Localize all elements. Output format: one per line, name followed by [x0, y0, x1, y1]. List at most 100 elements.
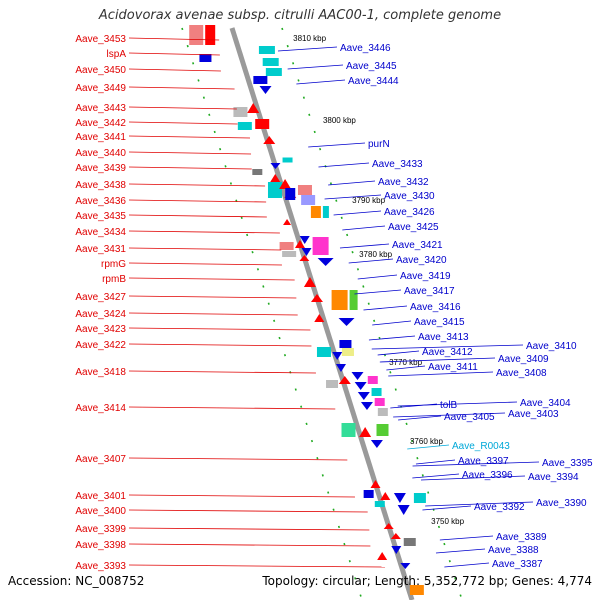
guide-line-right [281, 27, 463, 600]
gene-label-right[interactable]: Aave_3426 [384, 207, 435, 218]
gene-label-left[interactable]: Aave_3440 [75, 148, 126, 159]
leader-line-left [128, 406, 336, 410]
leader-line-left [128, 543, 371, 547]
gene-label-right[interactable]: Aave_3430 [384, 191, 435, 202]
gene-label-right[interactable]: Aave_3415 [414, 317, 465, 328]
gene-label-left[interactable]: Aave_3401 [75, 491, 126, 502]
gene-feature [312, 237, 329, 255]
leader-line-left [128, 37, 220, 41]
gene-label-left[interactable]: Aave_3443 [75, 103, 126, 114]
gene-label-right[interactable]: Aave_3392 [474, 502, 525, 513]
leader-line-right [363, 305, 408, 311]
gene-label-right[interactable]: tolB [440, 400, 458, 411]
leader-line-right [318, 162, 370, 168]
gene-label-right[interactable]: Aave_3445 [346, 61, 397, 72]
gene-feature [413, 493, 426, 503]
gene-label-left[interactable]: Aave_3442 [75, 118, 126, 129]
genome-backbone [229, 27, 415, 600]
gene-feature [262, 58, 279, 66]
gene-label-right[interactable]: Aave_3419 [400, 271, 451, 282]
leader-line-left [128, 509, 368, 513]
gene-label-right[interactable]: Aave_3410 [526, 341, 577, 352]
gene-label-right[interactable]: Aave_3390 [536, 498, 587, 509]
leader-line-right [393, 412, 506, 418]
gene-label-left[interactable]: rpmG [101, 259, 126, 270]
gene-label-left[interactable]: Aave_3436 [75, 196, 126, 207]
gene-feature [189, 25, 204, 45]
gene-label-right[interactable]: Aave_3421 [392, 240, 443, 251]
gene-label-right[interactable]: Aave_3416 [410, 302, 461, 313]
gene-feature [199, 54, 212, 62]
gene-label-right[interactable]: purN [368, 139, 390, 150]
gene-label-right[interactable]: Aave_3411 [428, 362, 478, 373]
gene-feature [374, 501, 385, 507]
gene-label-left[interactable]: Aave_3418 [75, 367, 126, 378]
topology-label: Topology: circular; Length: 5,352,772 bp… [262, 574, 592, 588]
gene-label-left[interactable]: Aave_3450 [75, 65, 126, 76]
gene-label-right[interactable]: Aave_3396 [462, 470, 513, 481]
leader-line-left [128, 527, 370, 531]
gene-label-right[interactable]: Aave_3412 [422, 347, 473, 358]
gene-feature [374, 398, 385, 406]
gene-label-left[interactable]: Aave_3393 [75, 561, 126, 572]
gene-label-right[interactable]: Aave_3413 [418, 332, 469, 343]
gene-label-left[interactable]: Aave_3423 [75, 324, 126, 335]
leader-line-left [128, 457, 348, 461]
gene-label-left[interactable]: Aave_3431 [75, 244, 126, 255]
gene-label-left[interactable]: Aave_3398 [75, 540, 126, 551]
gene-label-right[interactable]: Aave_3444 [348, 76, 399, 87]
gene-label-left[interactable]: Aave_3399 [75, 524, 126, 535]
gene-label-right[interactable]: Aave_3420 [396, 255, 447, 266]
gene-label-left[interactable]: Aave_3422 [75, 340, 126, 351]
gene-label-left[interactable]: Aave_3449 [75, 83, 126, 94]
gene-feature-forward [279, 179, 292, 189]
scale-tick-label: 3750 kbp [431, 517, 464, 526]
gene-label-left[interactable]: Aave_3439 [75, 163, 126, 174]
gene-label-right[interactable]: Aave_3417 [404, 286, 455, 297]
gene-label-right[interactable]: Aave_3403 [508, 409, 559, 420]
gene-label-left[interactable]: Aave_3427 [75, 292, 126, 303]
page-title: Acidovorax avenae subsp. citrulli AAC00-… [98, 8, 502, 23]
gene-label-left[interactable]: Aave_3438 [75, 180, 126, 191]
gene-label-right[interactable]: Aave_3389 [496, 532, 547, 543]
gene-label-right[interactable]: Aave_3404 [520, 398, 571, 409]
gene-label-right[interactable]: Aave_3432 [378, 177, 429, 188]
gene-label-left[interactable]: Aave_3424 [75, 309, 126, 320]
leader-line-right [398, 415, 442, 421]
gene-label-left[interactable]: Aave_3435 [75, 211, 126, 222]
gene-label-left[interactable]: Aave_3407 [75, 454, 126, 465]
gene-label-left[interactable]: Aave_3400 [75, 506, 126, 517]
gene-label-right[interactable]: Aave_3409 [498, 354, 549, 365]
gene-feature [322, 206, 329, 218]
gene-label-right[interactable]: Aave_3395 [542, 458, 593, 469]
gene-label-left[interactable]: Aave_3434 [75, 227, 126, 238]
scale-tick-label: 3810 kbp [293, 34, 326, 43]
gene-label-right[interactable]: Aave_R0043 [452, 441, 510, 452]
gene-feature-reverse [400, 563, 411, 569]
gene-feature [279, 242, 294, 250]
gene-feature-forward [283, 219, 292, 225]
gene-label-right[interactable]: Aave_3408 [496, 368, 547, 379]
gene-feature-forward [310, 294, 323, 302]
gene-label-right[interactable]: Aave_3405 [444, 412, 495, 423]
leader-line-right [333, 210, 382, 216]
gene-label-left[interactable]: Aave_3441 [75, 132, 126, 143]
gene-label-left[interactable]: Aave_3453 [75, 34, 126, 45]
gene-label-right[interactable]: Aave_3433 [372, 159, 423, 170]
gene-label-left[interactable]: rpmB [102, 274, 126, 285]
gene-label-left[interactable]: Aave_3414 [75, 403, 126, 414]
gene-feature [233, 107, 248, 117]
gene-label-right[interactable]: Aave_3425 [388, 222, 439, 233]
scale-tick-label: 3780 kbp [359, 250, 392, 259]
gene-label-right[interactable]: Aave_3446 [340, 43, 391, 54]
gene-label-right[interactable]: Aave_3388 [488, 545, 539, 556]
gene-label-right[interactable]: Aave_3394 [528, 472, 579, 483]
gene-feature [301, 195, 316, 205]
gene-feature [297, 185, 312, 195]
gene-feature-reverse [391, 546, 402, 554]
gene-feature-reverse [299, 236, 310, 244]
gene-label-right[interactable]: Aave_3387 [492, 559, 543, 570]
gene-label-right[interactable]: Aave_3397 [458, 456, 509, 467]
gene-label-left[interactable]: lspA [107, 49, 127, 60]
